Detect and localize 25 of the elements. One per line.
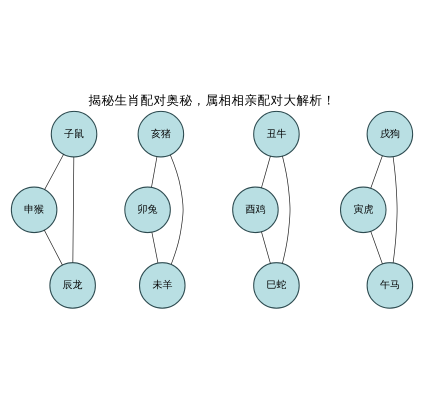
node-circle: 巳蛇 [253, 262, 300, 309]
connector [261, 156, 271, 188]
connector [392, 156, 398, 264]
node-circle: 寅虎 [340, 186, 387, 234]
connector [151, 156, 158, 188]
node-circle: 午马 [366, 262, 414, 309]
node-circle: 子鼠 [50, 110, 98, 158]
connector [44, 154, 64, 190]
connector [370, 231, 383, 264]
node-circle: 辰龙 [49, 262, 96, 309]
node-circle: 丑牛 [253, 110, 300, 158]
connector [72, 156, 74, 263]
connector [170, 154, 184, 265]
connector [370, 155, 383, 188]
connector [261, 231, 271, 264]
connector [282, 156, 290, 264]
connector [152, 232, 158, 264]
node-circle: 酉鸡 [232, 186, 279, 234]
node-circle: 未羊 [138, 262, 186, 309]
node-circle: 申猴 [10, 186, 58, 234]
node-circle: 卯兔 [124, 186, 171, 234]
node-circle: 亥猪 [138, 110, 184, 158]
connector [44, 230, 63, 266]
node-circle: 戌狗 [366, 110, 414, 158]
diagram-title: 揭秘生肖配对奥秘，属相相亲配对大解析！ [88, 92, 336, 108]
